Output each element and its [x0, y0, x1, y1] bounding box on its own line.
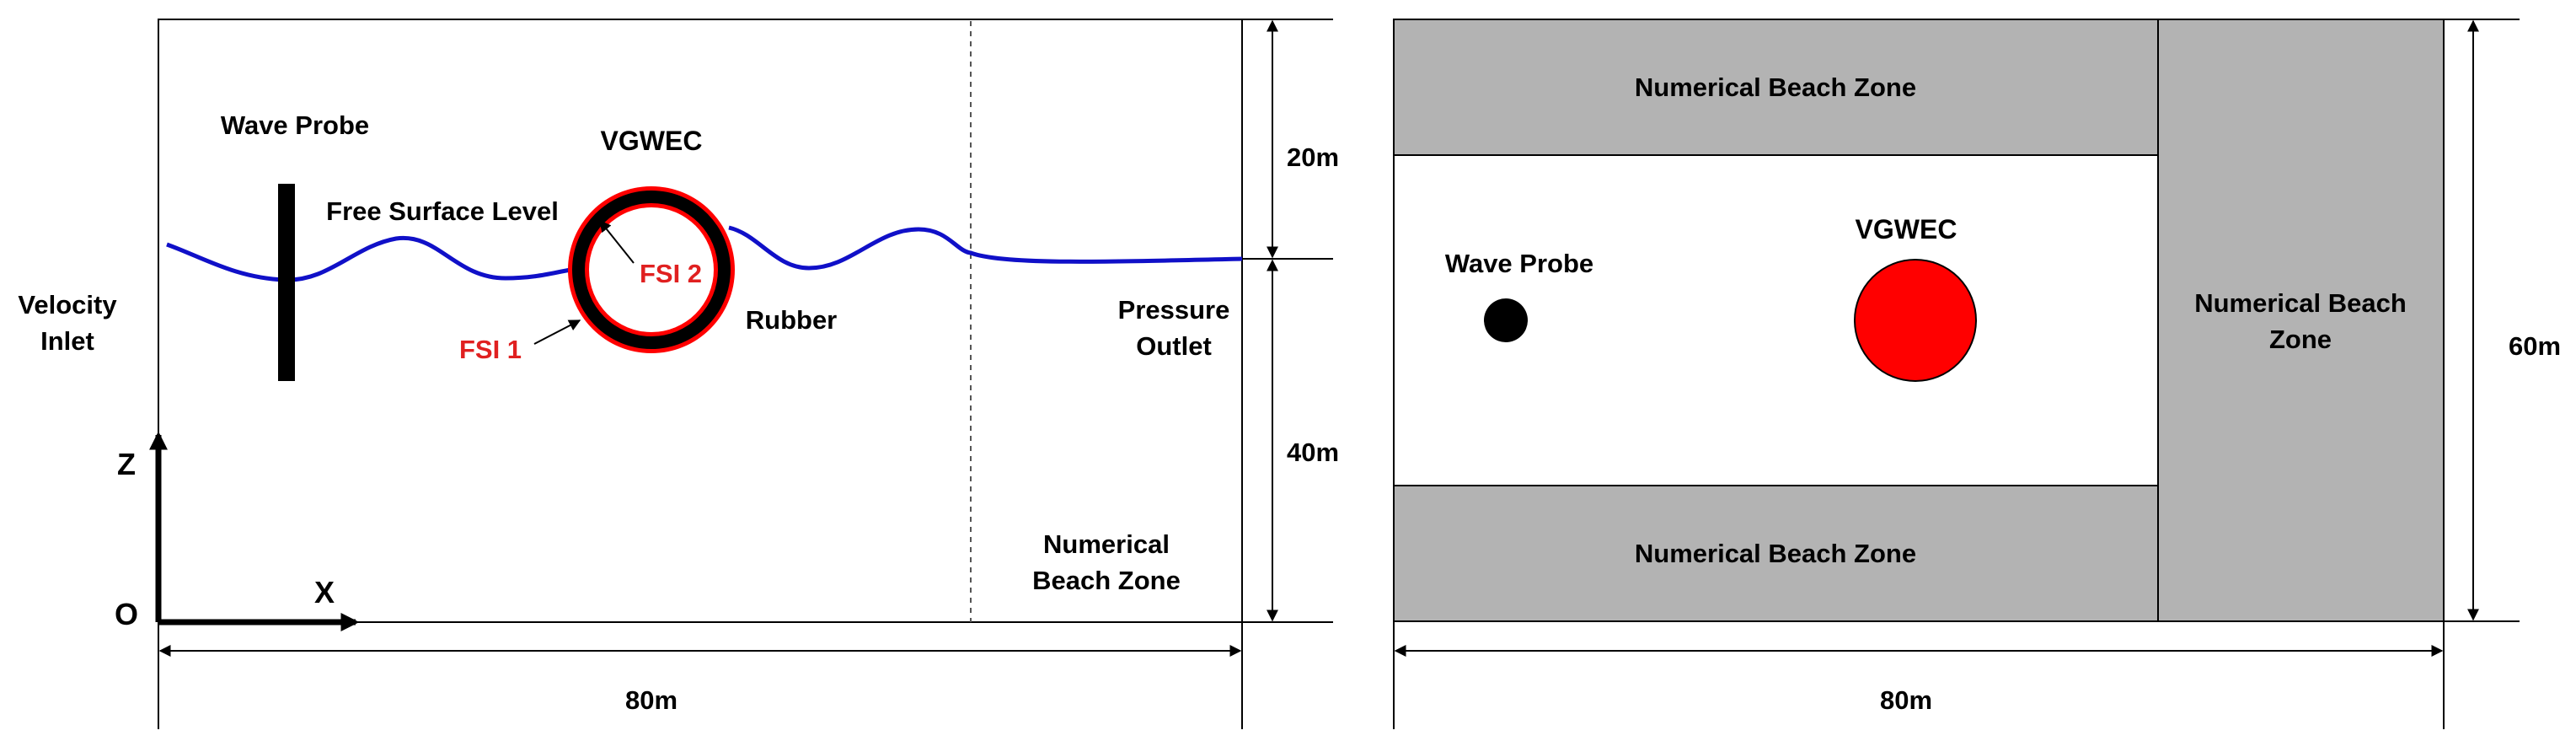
wave-probe-label-top: Wave Probe [1445, 249, 1593, 278]
vgwec-buoy-top [1854, 259, 1977, 382]
velocity-inlet-label: Velocity [18, 290, 117, 319]
wave-probe-label: Wave Probe [221, 110, 369, 140]
beach-zone-right-label-2: Zone [2269, 325, 2332, 354]
dim-80m-label-left: 80m [625, 685, 677, 715]
fsi2-arrow [599, 219, 635, 264]
top-view-panel: Numerical Beach Zone Numerical Beach Zon… [1393, 19, 2561, 729]
beach-zone-label-left-2: Beach Zone [1032, 566, 1181, 595]
fsi2-label: FSI 2 [640, 259, 702, 288]
beach-zone-bottom-label: Numerical Beach Zone [1635, 539, 1916, 568]
rubber-label: Rubber [746, 305, 838, 335]
origin-label: O [115, 597, 138, 631]
free-surface-wave [166, 225, 1243, 282]
wave-probe-dot [1484, 298, 1528, 342]
fsi1-arrow [533, 319, 581, 345]
dim-40m-label: 40m [1287, 438, 1339, 467]
dim-80m-label-right: 80m [1880, 685, 1932, 715]
vgwec-label: VGWEC [601, 126, 703, 156]
pressure-outlet-label-2: Outlet [1136, 331, 1212, 361]
z-axis-label: Z [117, 447, 136, 481]
free-surface-label: Free Surface Level [326, 196, 559, 226]
velocity-inlet-label-2: Inlet [40, 326, 94, 356]
beach-zone-top-label: Numerical Beach Zone [1635, 72, 1916, 102]
fsi1-label: FSI 1 [459, 335, 522, 364]
beach-zone-bottom [1393, 485, 2159, 622]
pressure-outlet-label: Pressure [1118, 295, 1230, 325]
beach-zone-label-left: Numerical [1043, 529, 1170, 559]
wave-probe-bar [278, 184, 295, 381]
beach-zone-right [2157, 19, 2445, 622]
beach-zone-top [1393, 19, 2159, 156]
x-axis-label: X [314, 575, 335, 609]
vgwec-buoy-side [568, 186, 735, 353]
vgwec-label-top: VGWEC [1856, 214, 1957, 244]
beach-zone-right-label: Numerical Beach [2194, 288, 2407, 318]
dim-60m-label: 60m [2509, 331, 2561, 361]
dim-20m-label: 20m [1287, 142, 1339, 172]
side-view-panel: Velocity Inlet Wave Probe VGWEC Free Sur… [18, 19, 1339, 729]
